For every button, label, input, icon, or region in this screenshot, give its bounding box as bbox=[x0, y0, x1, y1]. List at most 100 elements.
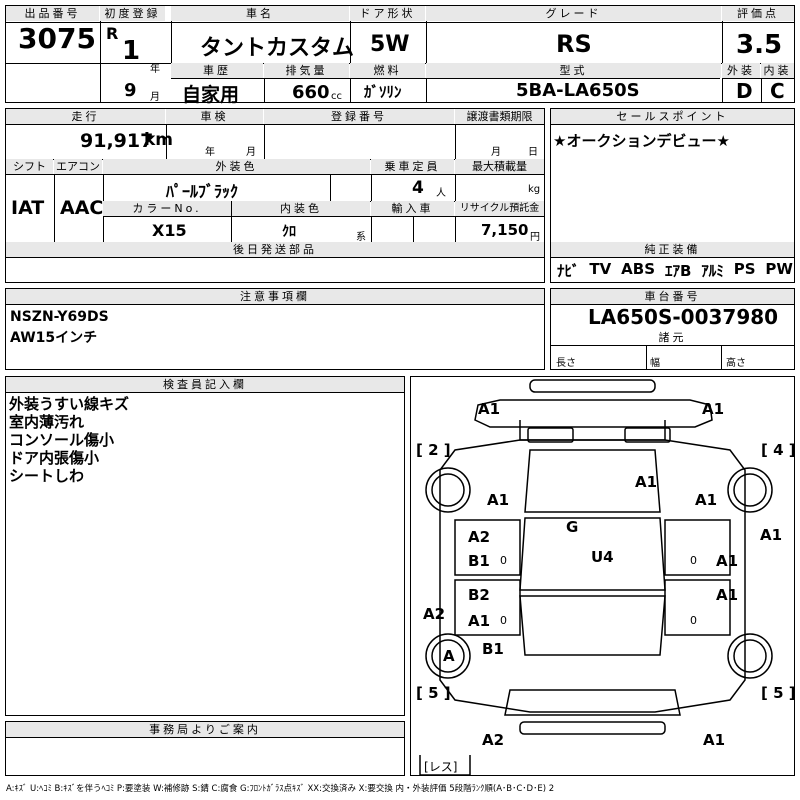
tire-label-rear-right: [ 5 ] bbox=[761, 684, 796, 702]
inspector-line: 外装うすい線キズ bbox=[9, 395, 130, 413]
inspector-line: コンソール傷小 bbox=[9, 431, 115, 449]
history: 自家用 bbox=[182, 84, 240, 106]
capacity-unit: 人 bbox=[436, 188, 446, 199]
interior-score: C bbox=[770, 79, 785, 103]
door: 5W bbox=[370, 32, 410, 57]
mark-roof: U4 bbox=[591, 548, 614, 566]
mark-hood: A1 bbox=[635, 473, 657, 491]
equip-abs: ABS bbox=[621, 260, 656, 278]
damage-diagram-frame bbox=[410, 376, 795, 776]
insp-month-unit: 月 bbox=[246, 147, 256, 158]
inspector-line: シートしわ bbox=[9, 467, 85, 485]
office-block bbox=[5, 721, 405, 776]
spec-height: 高さ bbox=[726, 358, 746, 369]
recycle-label: リサイクル預託金 bbox=[455, 201, 544, 216]
mark-windshield: G bbox=[566, 518, 578, 536]
notes-label: 注意事項欄 bbox=[6, 289, 544, 304]
displacement: 660 bbox=[292, 82, 330, 103]
zero-mark: 0 bbox=[690, 614, 697, 627]
spec-length: 長さ bbox=[556, 358, 576, 369]
chassis-label: 車台番号 bbox=[551, 289, 794, 304]
color-label: 外装色 bbox=[103, 159, 370, 174]
equipment-label: 純正装備 bbox=[551, 242, 794, 257]
mark-rear-door-left-b: A1 bbox=[468, 612, 490, 630]
transfer-month-unit: 月 bbox=[491, 147, 501, 158]
equipment-list: ﾅﾋﾞ TV ABS ｴｱB ｱﾙﾐ PS PW bbox=[557, 260, 793, 281]
pillar-right-shape bbox=[664, 519, 731, 576]
mark-rear-door-left-a: B2 bbox=[468, 586, 490, 604]
interior-label: 内装 bbox=[761, 63, 794, 78]
equip-tv: TV bbox=[589, 260, 612, 278]
shift: IAT bbox=[11, 197, 45, 219]
inspection-label: 車検 bbox=[166, 109, 263, 124]
wheel-front-right bbox=[727, 467, 773, 513]
inspector-line: ドア内張傷小 bbox=[9, 449, 100, 467]
wheel-rear-right bbox=[727, 633, 773, 679]
displacement-unit: cc bbox=[331, 91, 342, 102]
mark-front-door-left-a: A2 bbox=[468, 528, 490, 546]
wheel-rear-left bbox=[425, 633, 471, 679]
color-no-label: カラーNo. bbox=[103, 201, 231, 216]
office-label: 事務局よりご案内 bbox=[6, 722, 404, 737]
mark-fender-right: A1 bbox=[695, 491, 717, 509]
car-name-label: 車名 bbox=[171, 6, 349, 21]
model: 5BA-LA650S bbox=[516, 80, 640, 101]
sales-point-label: セールスポイント bbox=[551, 109, 794, 124]
displacement-label: 排気量 bbox=[264, 63, 349, 78]
tire-label-front-right: [ 4 ] bbox=[761, 441, 796, 459]
mark-front-right: A1 bbox=[702, 400, 724, 418]
mark-rear-left: A2 bbox=[482, 731, 504, 749]
int-color-label: 内装色 bbox=[232, 201, 370, 216]
mark-pillar-right: A1 bbox=[760, 526, 782, 544]
windshield-shape bbox=[524, 449, 661, 513]
notes-block bbox=[5, 288, 545, 370]
mark-front-door-right: A1 bbox=[716, 552, 738, 570]
door-label: ドア形状 bbox=[350, 6, 425, 21]
transfer-day-unit: 日 bbox=[528, 147, 538, 158]
notes-line-2: AW15インチ bbox=[10, 330, 98, 346]
ac-label: エアコン bbox=[54, 159, 102, 174]
zero-mark: 0 bbox=[690, 554, 697, 567]
tire-label-rear-left: [ 5 ] bbox=[416, 684, 451, 702]
pillar-left-shape bbox=[454, 519, 521, 576]
front-bumper-shape bbox=[529, 379, 656, 393]
mark-fender-left: A1 bbox=[487, 491, 509, 509]
mileage-label: 走行 bbox=[6, 109, 165, 124]
insp-year-unit: 年 bbox=[205, 147, 215, 158]
equip-airbag: ｴｱB bbox=[664, 262, 692, 280]
rear-bumper-shape bbox=[519, 721, 666, 735]
int-color-unit: 系 bbox=[356, 232, 366, 243]
recycle-unit: 円 bbox=[530, 232, 540, 243]
inspector-label: 検査員記入欄 bbox=[6, 377, 404, 392]
spare-label: [レス] bbox=[424, 760, 457, 774]
shift-label: シフト bbox=[6, 159, 53, 174]
exterior-label: 外装 bbox=[722, 63, 760, 78]
transfer-label: 譲渡書類期限 bbox=[455, 109, 544, 124]
capacity-label: 乗車定員 bbox=[371, 159, 454, 174]
capacity: 4 bbox=[412, 178, 424, 198]
model-label: 型式 bbox=[426, 63, 721, 78]
mark-front-left: A1 bbox=[478, 400, 500, 418]
door-rear-left-shape bbox=[454, 579, 521, 636]
body-outline-shape bbox=[439, 439, 746, 713]
fuel-label: 燃料 bbox=[350, 63, 425, 78]
era: R bbox=[106, 24, 119, 43]
rear-window-shape bbox=[519, 595, 666, 656]
rear-hatch-shape bbox=[504, 689, 681, 716]
score: 3.5 bbox=[736, 30, 783, 60]
month-unit: 月 bbox=[150, 92, 160, 103]
equip-ps: PS bbox=[733, 260, 756, 278]
equip-pw: PW bbox=[765, 260, 793, 278]
import-label: 輸入車 bbox=[371, 201, 454, 216]
reg-no-label: 登録番号 bbox=[264, 109, 454, 124]
int-color: ｸﾛ bbox=[282, 224, 296, 240]
zero-mark: 0 bbox=[500, 554, 507, 567]
later-parts-label: 後日発送部品 bbox=[6, 242, 544, 257]
color: ﾊﾟｰﾙﾌﾞﾗｯｸ bbox=[166, 182, 239, 201]
recycle: 7,150 bbox=[481, 221, 529, 239]
door-rear-right-shape bbox=[664, 579, 731, 636]
sales-point-text: ★オークションデビュー★ bbox=[553, 132, 730, 150]
zero-mark: 0 bbox=[500, 614, 507, 627]
legend: A:ｷｽﾞ U:ﾍｺﾐ B:ｷｽﾞを伴うﾍｺﾐ P:要塗装 W:補修跡 S:錆 … bbox=[6, 784, 555, 794]
